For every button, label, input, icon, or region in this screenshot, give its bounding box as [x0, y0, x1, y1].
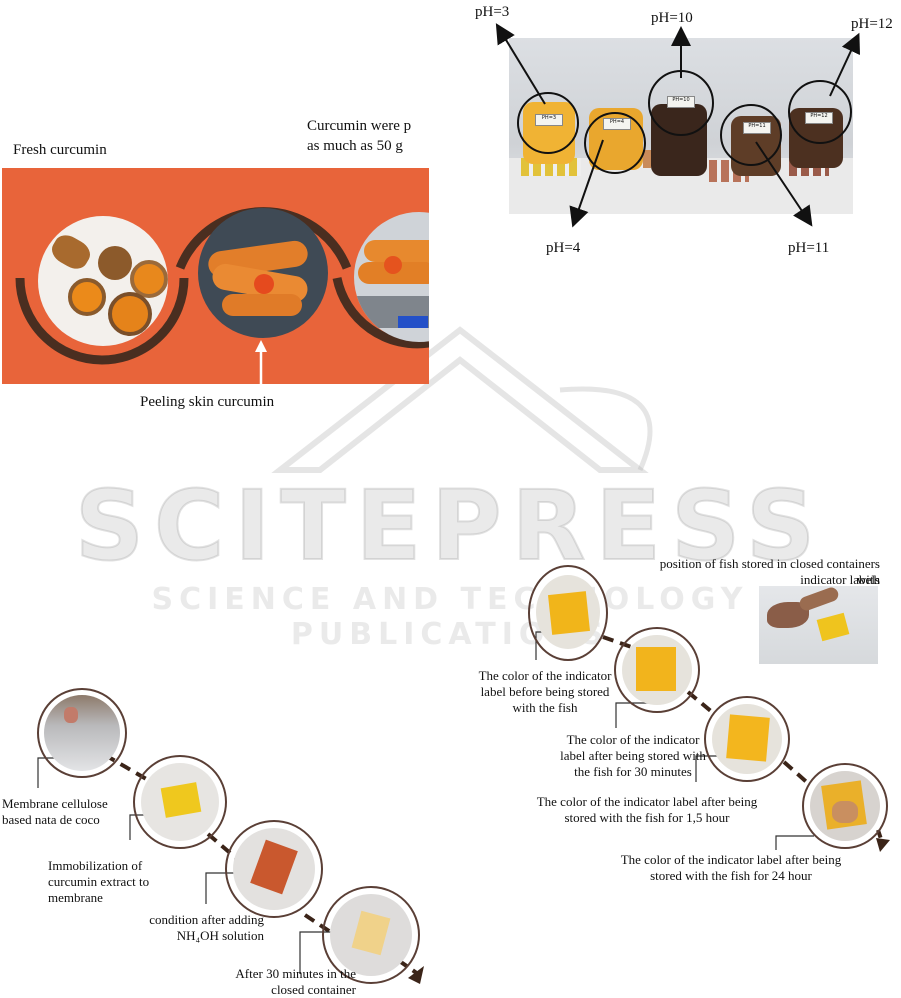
frame-membrane-4 [322, 886, 420, 984]
photo-weighed-curcumin [354, 212, 429, 342]
ring-ph3 [517, 92, 579, 154]
label-weighed-line2: as much as 50 g [307, 138, 403, 154]
label-step1-line2: based nata de coco [2, 812, 100, 827]
frame-fish-2 [614, 627, 700, 713]
label-peeling-curcumin: Peeling skin curcumin [140, 394, 275, 410]
label-24h-line1: The color of the indicator label after b… [620, 852, 842, 867]
label-ph4: pH=4 [546, 240, 581, 256]
label-24h-line2: stored with the fish for 24 hour [650, 868, 812, 883]
label-before-line3: with the fish [512, 700, 578, 715]
label-ph11: pH=11 [788, 240, 830, 256]
label-ph3: pH=3 [475, 4, 510, 20]
label-step3-line1: condition after adding [149, 912, 264, 927]
photo-indicator-1-5h [712, 704, 782, 774]
photo-indicator-before [536, 575, 600, 649]
label-step4-line2: closed container [271, 982, 356, 997]
label-fish-position-line1: position of fish stored in closed contai… [659, 556, 880, 587]
label-weighed-line1: Curcumin were p [307, 118, 412, 134]
banner-arrow-up [255, 340, 267, 384]
photo-membrane-raw [44, 695, 120, 771]
photo-indicator-30min [622, 635, 692, 705]
label-step2-line1: Immobilization of [48, 858, 143, 873]
label-step1-line1: Membrane cellulose [2, 796, 108, 811]
photo-indicator-24h [810, 771, 880, 841]
frame-membrane-3 [225, 820, 323, 918]
label-1-5h-line1: The color of the indicator label after b… [536, 794, 758, 809]
label-step2-line3: membrane [48, 890, 103, 905]
label-step4-line1: After 30 minutes in the [235, 966, 356, 981]
photo-membrane-30min [330, 894, 412, 976]
label-1-5h-line2: stored with the fish for 1,5 hour [564, 810, 730, 825]
photo-membrane-curcumin [141, 763, 219, 841]
curcumin-photo-banner [2, 168, 429, 384]
label-ph10: pH=10 [651, 10, 693, 26]
label-ph12: pH=12 [851, 16, 893, 32]
photo-membrane-nh4oh [233, 828, 315, 910]
frame-membrane-1 [37, 688, 127, 778]
label-before-line1: The color of the indicator [478, 668, 612, 683]
label-30min-line2: label after being stored with [560, 748, 706, 763]
label-step3-line2: NH₄OH solution [176, 928, 264, 943]
ring-ph4 [584, 112, 646, 174]
frame-fish-3 [704, 696, 790, 782]
frame-fish-1 [528, 565, 608, 661]
label-fresh-curcumin: Fresh curcumin [13, 142, 107, 158]
frame-membrane-2 [133, 755, 227, 849]
photo-fish-container [759, 586, 878, 664]
label-fish-position-line2: indicator labels [800, 572, 880, 587]
ring-ph11 [720, 104, 782, 166]
photo-fresh-curcumin [38, 216, 168, 346]
frame-fish-4 [802, 763, 888, 849]
label-before-line2: label before being stored [480, 684, 610, 699]
label-30min-line3: the fish for 30 minutes [574, 764, 692, 779]
label-step2-line2: curcumin extract to [48, 874, 150, 889]
photo-peeled-curcumin [198, 208, 328, 338]
label-30min-line1: The color of the indicator [566, 732, 700, 747]
ring-ph12 [788, 80, 852, 144]
